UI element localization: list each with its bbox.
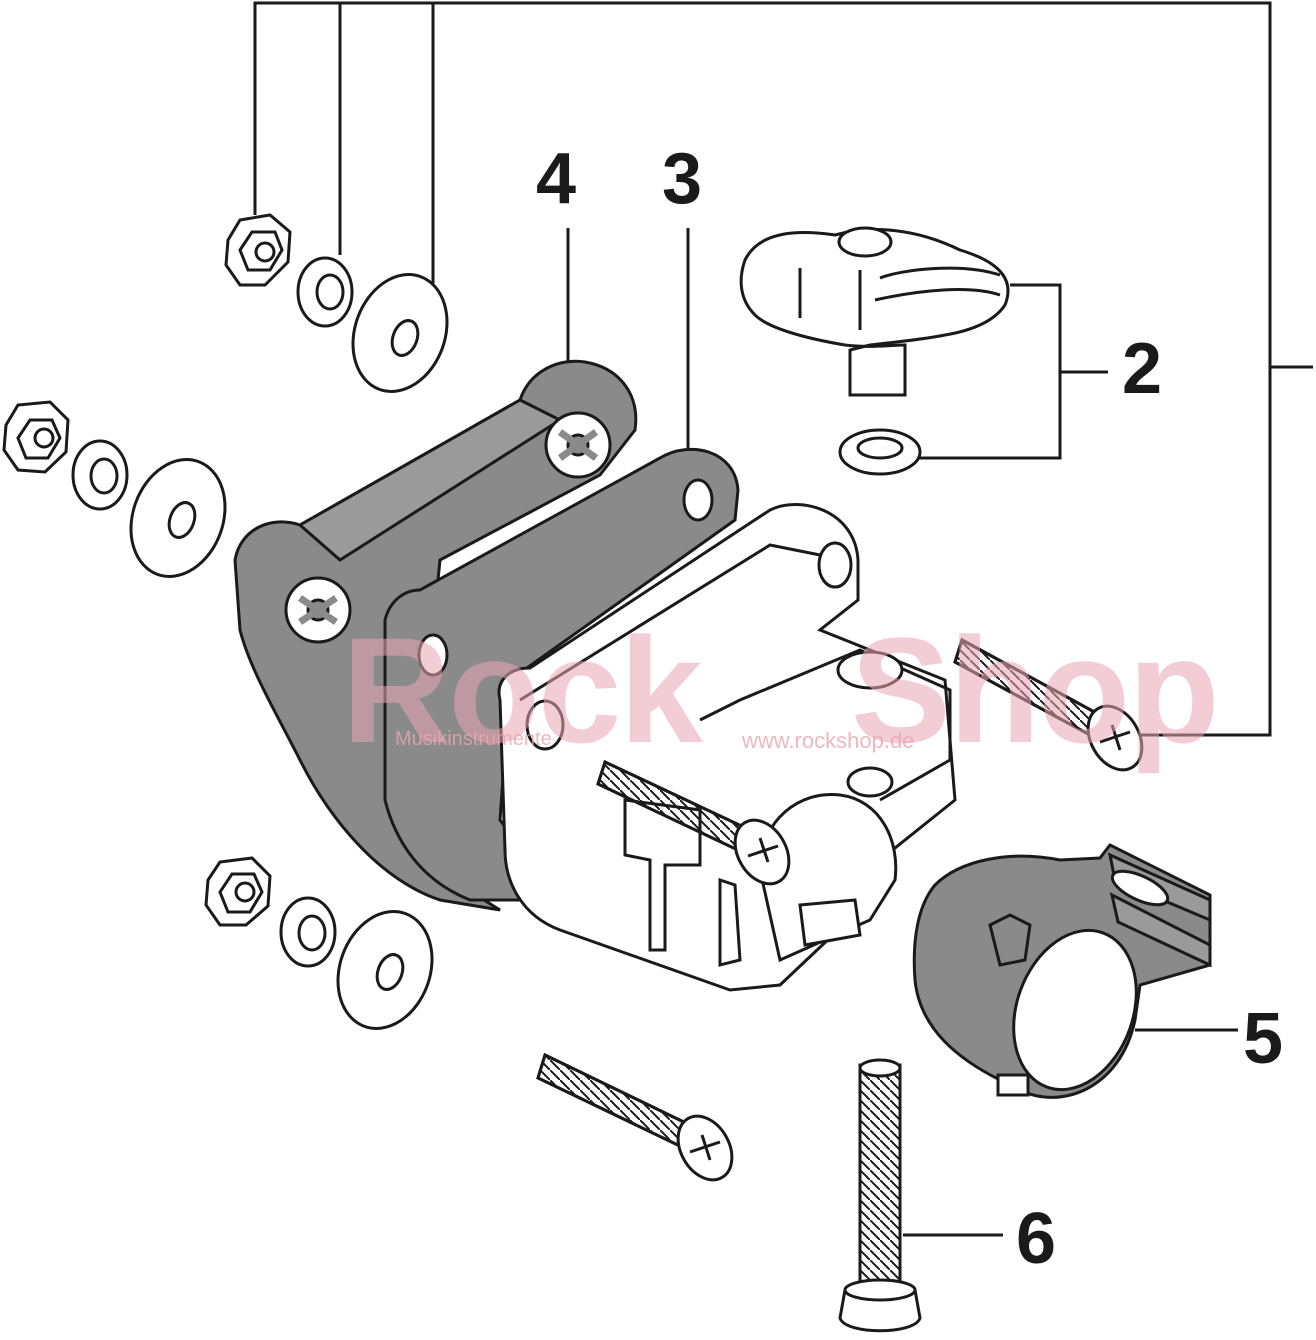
callout-part-3: 3 [662, 139, 703, 219]
callout-part-4: 4 [536, 139, 577, 219]
lock-washer-icon [71, 439, 129, 511]
flat-washer-icon [336, 910, 434, 1030]
lock-washer-icon [279, 896, 337, 968]
hex-nut-icon [224, 213, 292, 287]
watermark-tagline-left: Musikinstrumente [395, 728, 552, 750]
leader-lines-top [253, 1, 1313, 737]
phillips-screw-icon [536, 1052, 734, 1182]
lock-washer-icon [296, 256, 354, 328]
flat-washer-icon [351, 273, 449, 393]
watermark-brand: Rock Shop [342, 604, 1220, 777]
hex-nut-icon [2, 400, 70, 474]
clamp-block-icon [497, 502, 957, 992]
phillips-screw-icon [596, 759, 791, 886]
callout-part-2: 2 [1122, 329, 1163, 409]
bolt-icon [838, 1058, 922, 1333]
flat-washer-icon [129, 458, 227, 578]
bracket-plate-icon [233, 359, 638, 912]
hex-nut-icon [204, 856, 272, 927]
watermark-tagline-right: www.rockshop.de [742, 728, 915, 753]
watermark-brand-left: Rock [342, 606, 703, 774]
flat-washer-icon [838, 428, 922, 476]
gasket-plate-icon [383, 447, 740, 902]
leader-lines-part-2 [918, 283, 1108, 460]
memory-lock-clamp-icon [912, 843, 1212, 1099]
phillips-screw-icon [953, 637, 1144, 772]
wing-knob-icon [739, 226, 1010, 397]
callout-part-6: 6 [1016, 1199, 1057, 1279]
watermark-brand-right: Shop [850, 606, 1220, 774]
callout-part-5: 5 [1243, 999, 1284, 1079]
